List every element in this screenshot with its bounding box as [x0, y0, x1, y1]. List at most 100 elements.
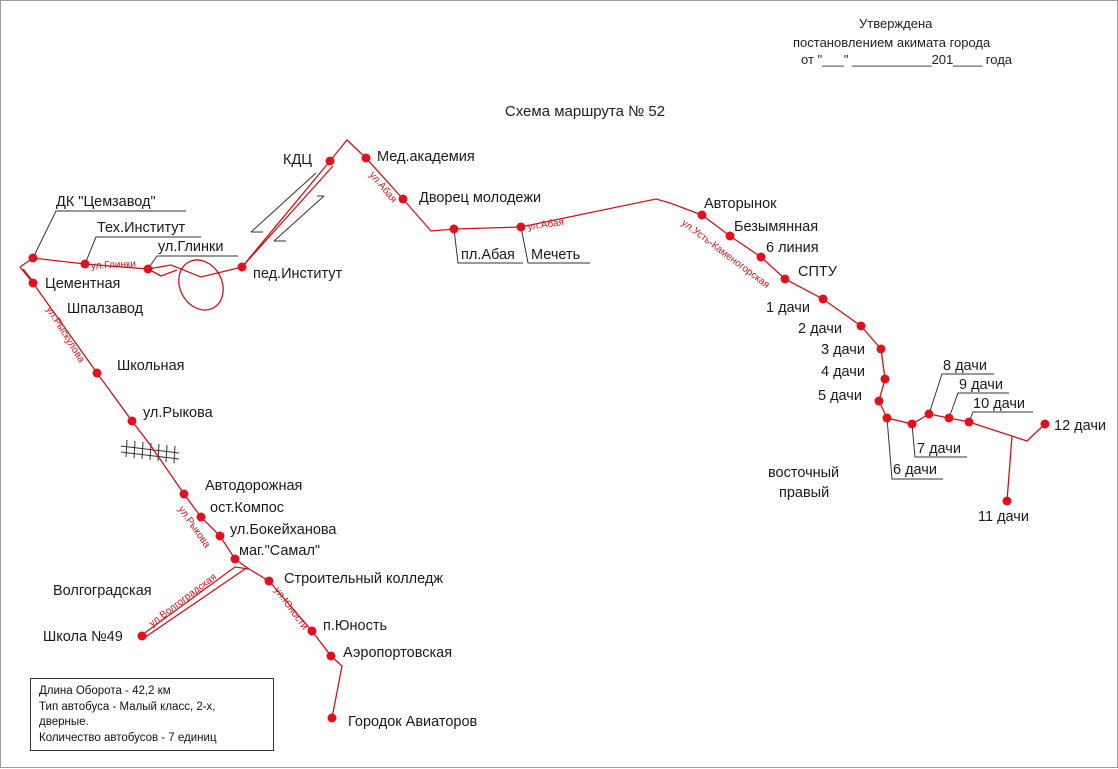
label-dachi4: 4 дачи [821, 364, 865, 380]
auxiliary-roads [120, 172, 325, 464]
label-shkola49: Школа №49 [43, 629, 123, 645]
stop-dot-shkola49 [137, 631, 147, 641]
street-volgogradskaya: ул.Волгоградская [147, 572, 219, 630]
label-bezymyannaya: Безымянная [734, 219, 818, 235]
label-pl-abaya: пл.Абая [461, 247, 515, 263]
stop-dot-dachi11 [1002, 496, 1012, 506]
stop-dot-ul-glinki [143, 264, 153, 274]
stop-dot-kdc [325, 156, 335, 166]
street-abaya-2: ул.Абая [527, 216, 565, 233]
stop-dot-ul-bokeyhanova [215, 531, 225, 541]
stop-dot-dachi10 [964, 417, 974, 427]
label-sptu: СПТУ [798, 264, 838, 280]
label-dachi9: 9 дачи [959, 377, 1003, 393]
route-info-box: Длина Оборота - 42,2 км Тип автобуса - М… [30, 678, 274, 751]
label-dachi1: 1 дачи [766, 300, 810, 316]
stop-dot-ost-kompos [196, 512, 206, 522]
stop-dot-dachi12 [1040, 419, 1050, 429]
stop-dot-shkolnaya [92, 368, 102, 378]
bus-type: Тип автобуса - Малый класс, 2-х, [39, 700, 216, 713]
label-dachi5: 5 дачи [818, 388, 862, 404]
approval-line-1: Утверждена [859, 16, 933, 31]
route-length: Длина Оборота - 42,2 км [39, 685, 171, 697]
stop-dot-bezymyannaya [725, 231, 735, 241]
label-dachi10: 10 дачи [973, 396, 1025, 412]
bus-count: Количество автобусов - 7 единиц [39, 731, 217, 744]
stop-dot-gorodok [327, 713, 337, 723]
stop-markers [28, 153, 1050, 723]
label-stroit-kolledzh: Строительный колледж [284, 571, 443, 587]
label-kdc: КДЦ [283, 152, 312, 168]
label-shkolnaya: Школьная [117, 358, 184, 374]
label-vostochny-1: восточный [768, 465, 839, 481]
label-ul-rykova: ул.Рыкова [143, 405, 214, 421]
label-dachi2: 2 дачи [798, 321, 842, 337]
stop-dot-pl-abaya [449, 224, 459, 234]
bus-type-cont: дверные. [39, 716, 89, 728]
label-aeroportovskaya: Аэропортовская [343, 645, 452, 661]
stop-dot-dachi2 [856, 321, 866, 331]
label-ul-bokeyhanova: ул.Бокейханова [230, 522, 337, 538]
label-dachi3: 3 дачи [821, 342, 865, 358]
stop-dot-p-yunost [307, 626, 317, 636]
stop-dot-avtodorozhnaya [179, 489, 189, 499]
label-med-akademiya: Мед.академия [377, 149, 475, 165]
stop-dot-ped-institut [237, 262, 247, 272]
stop-dot-dk-cemzavod [28, 253, 38, 263]
approval-line-3: от "___" ___________201____ года [801, 52, 1013, 67]
label-volgogradskaya: Волгоградская [53, 583, 152, 599]
stop-dot-dachi5 [874, 396, 884, 406]
stop-dot-stroit-kolledzh [264, 576, 274, 586]
label-mechet: Мечеть [531, 247, 580, 263]
label-leaders [32, 210, 1033, 480]
stop-dot-dvorec [398, 194, 408, 204]
label-dk-cemzavod: ДК "Цемзавод" [56, 194, 156, 210]
label-liniya6: 6 линия [766, 240, 819, 256]
label-avtodorozhnaya: Автодорожная [205, 478, 302, 494]
stop-dot-dachi3 [876, 344, 886, 354]
label-p-yunost: п.Юность [323, 618, 387, 634]
label-tech-institut: Тех.Институт [97, 220, 186, 236]
street-rykova: ул.Рыкова [176, 504, 213, 550]
stop-dot-dachi9 [944, 413, 954, 423]
stop-dot-dachi6 [882, 413, 892, 423]
label-dvorec: Дворец молодежи [419, 190, 541, 206]
stop-dot-aeroportovskaya [326, 651, 336, 661]
stop-labels: ДК "Цемзавод" Тех.Институт ул.Глинки КДЦ… [43, 149, 1106, 730]
stop-dot-avtorynok [697, 210, 707, 220]
label-ost-kompos: ост.Компос [210, 500, 284, 516]
stop-dot-tech-institut [80, 259, 90, 269]
street-labels: ул.Глинки ул.Абая ул.Абая ул.Усть-Камено… [43, 169, 771, 632]
label-vostochny-2: правый [779, 485, 829, 501]
label-dachi6: 6 дачи [893, 462, 937, 478]
label-dachi11: 11 дачи [978, 509, 1029, 525]
label-shpalzavod: Шпалзавод [67, 301, 144, 317]
label-cementnaya: Цементная [45, 276, 120, 292]
stop-dot-mechet [516, 222, 526, 232]
street-glinki: ул.Глинки [91, 259, 137, 272]
stop-dot-dachi1 [818, 294, 828, 304]
stop-dot-dachi4 [880, 374, 890, 384]
stop-dot-sptu [780, 274, 790, 284]
label-dachi7: 7 дачи [917, 441, 961, 457]
map-title: Схема маршрута № 52 [504, 103, 666, 120]
stop-dot-dachi8 [924, 409, 934, 419]
label-dachi12: 12 дачи [1054, 418, 1106, 434]
street-abaya-1: ул.Абая [367, 169, 400, 205]
label-mag-samal: маг."Самал" [239, 543, 320, 559]
label-ped-institut: пед.Институт [253, 266, 343, 282]
label-dachi8: 8 дачи [943, 358, 987, 374]
stop-dot-mag-samal [230, 554, 240, 564]
label-ul-glinki: ул.Глинки [158, 239, 223, 255]
label-gorodok: Городок Авиаторов [348, 714, 478, 730]
street-yunosti: ул.Юности [272, 585, 310, 632]
approval-line-2: постановлением акимата города [793, 35, 991, 50]
stop-dot-liniya6 [756, 252, 766, 262]
stop-dot-med-akademiya [361, 153, 371, 163]
label-avtorynok: Авторынок [704, 196, 777, 212]
stop-dot-ul-rykova [127, 416, 137, 426]
stop-dot-dachi7 [907, 419, 917, 429]
stop-dot-cementnaya [28, 278, 38, 288]
